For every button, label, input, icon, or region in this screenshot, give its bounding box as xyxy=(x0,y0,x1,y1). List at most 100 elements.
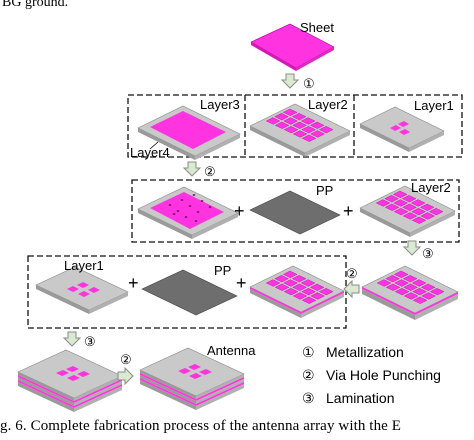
antenna-patch xyxy=(393,208,409,216)
antenna-patch xyxy=(402,212,418,220)
antenna-patch xyxy=(283,279,298,287)
antenna-patch xyxy=(283,117,298,125)
antenna-patch xyxy=(410,199,426,207)
arrow-down-1 xyxy=(281,73,299,89)
antenna-patch xyxy=(265,117,281,125)
via-hole xyxy=(188,205,192,207)
legend-symbol-2: ② xyxy=(302,368,315,384)
antenna-patch xyxy=(283,288,299,296)
label-layer4: Layer4 xyxy=(130,145,170,160)
pp-sheet-row2 xyxy=(249,190,341,235)
antenna-patch xyxy=(291,275,307,283)
step-marker-3b: ③ xyxy=(84,334,96,349)
antenna-patch xyxy=(403,292,419,300)
plus-1: + xyxy=(234,201,245,221)
antenna-patch xyxy=(394,288,410,296)
antenna-patch xyxy=(291,113,307,121)
antenna-patch xyxy=(420,212,435,220)
legend-item-3: ③ Lamination xyxy=(302,390,395,407)
label-layer2-row1: Layer2 xyxy=(308,97,348,112)
label-pp-row3: PP xyxy=(214,263,231,278)
antenna-patch xyxy=(309,121,325,129)
antenna-patch xyxy=(274,275,289,283)
antenna-patch xyxy=(392,190,408,198)
label-layer1-row3: Layer1 xyxy=(64,258,104,273)
antenna-patch xyxy=(419,203,435,211)
step-marker-2b: ② xyxy=(346,266,358,281)
board-final-left xyxy=(17,349,123,412)
via-hole xyxy=(194,220,198,222)
antenna-patch xyxy=(310,130,325,138)
board-stacked-row3 xyxy=(249,265,345,318)
antenna-patch xyxy=(274,121,290,129)
board-laminated-layer2 xyxy=(361,265,459,320)
antenna-patch xyxy=(429,288,445,296)
antenna-patch xyxy=(292,292,308,300)
board-layer3 xyxy=(137,105,241,160)
step-marker-1: ① xyxy=(303,76,315,91)
label-pp-row2: PP xyxy=(316,183,333,198)
pp-sheet-row3 xyxy=(141,269,238,316)
legend-symbol-3: ③ xyxy=(302,391,315,407)
antenna-patch xyxy=(401,195,417,203)
antenna-patch xyxy=(282,270,298,278)
antenna-patch xyxy=(393,270,409,278)
via-hole xyxy=(192,194,196,196)
antenna-patch xyxy=(385,275,400,283)
via-hole xyxy=(176,210,180,212)
legend-text-3: Lamination xyxy=(326,390,395,406)
top-text: BG ground. xyxy=(2,0,69,10)
step-marker-2c: ② xyxy=(120,352,132,367)
antenna-patch xyxy=(301,134,317,142)
antenna-patch xyxy=(384,195,399,203)
antenna-patch xyxy=(292,130,308,138)
row2-dashed-box xyxy=(131,179,460,243)
antenna-patch xyxy=(402,203,417,211)
antenna-patch xyxy=(375,199,391,207)
label-layer3: Layer3 xyxy=(200,97,240,112)
label-sheet: Sheet xyxy=(300,20,334,35)
plus-3: + xyxy=(128,273,139,293)
antenna-patch xyxy=(385,283,401,291)
antenna-patch xyxy=(428,208,444,216)
plus-4: + xyxy=(236,273,247,293)
arrow-down-2 xyxy=(183,161,201,177)
sheet-magenta xyxy=(250,23,335,71)
antenna-patch xyxy=(301,288,316,296)
antenna-patch xyxy=(411,216,427,224)
antenna-patch xyxy=(292,283,307,291)
antenna-patch xyxy=(318,288,334,296)
antenna-patch xyxy=(411,208,426,216)
antenna-patch xyxy=(301,126,316,134)
antenna-patch xyxy=(412,288,427,296)
label-layer1-row1: Layer1 xyxy=(414,98,454,113)
antenna-patch xyxy=(300,279,316,287)
board-final-antenna xyxy=(139,347,245,410)
step-marker-3: ③ xyxy=(422,246,434,261)
arrow-down-4 xyxy=(63,331,81,347)
antenna-patch xyxy=(265,279,281,287)
antenna-patch xyxy=(402,275,418,283)
via-hole xyxy=(184,216,188,218)
antenna-patch xyxy=(301,296,317,304)
antenna-patch xyxy=(309,283,325,291)
arrow-down-3 xyxy=(403,240,421,256)
plus-2: + xyxy=(343,201,354,221)
antenna-patch xyxy=(420,283,436,291)
board-layer1-row1 xyxy=(359,106,445,152)
antenna-patch xyxy=(274,283,290,291)
antenna-patch xyxy=(384,203,400,211)
row1-dashed-box xyxy=(127,94,463,158)
via-hole xyxy=(168,204,172,206)
antenna-patch xyxy=(412,296,428,304)
board-punched xyxy=(137,186,239,239)
layer4-leader xyxy=(149,141,159,150)
antenna-patch xyxy=(310,292,325,300)
antenna-patch xyxy=(411,279,427,287)
label-antenna: Antenna xyxy=(207,343,256,358)
antenna-patch xyxy=(403,283,418,291)
board-layer2-row2 xyxy=(359,185,456,237)
